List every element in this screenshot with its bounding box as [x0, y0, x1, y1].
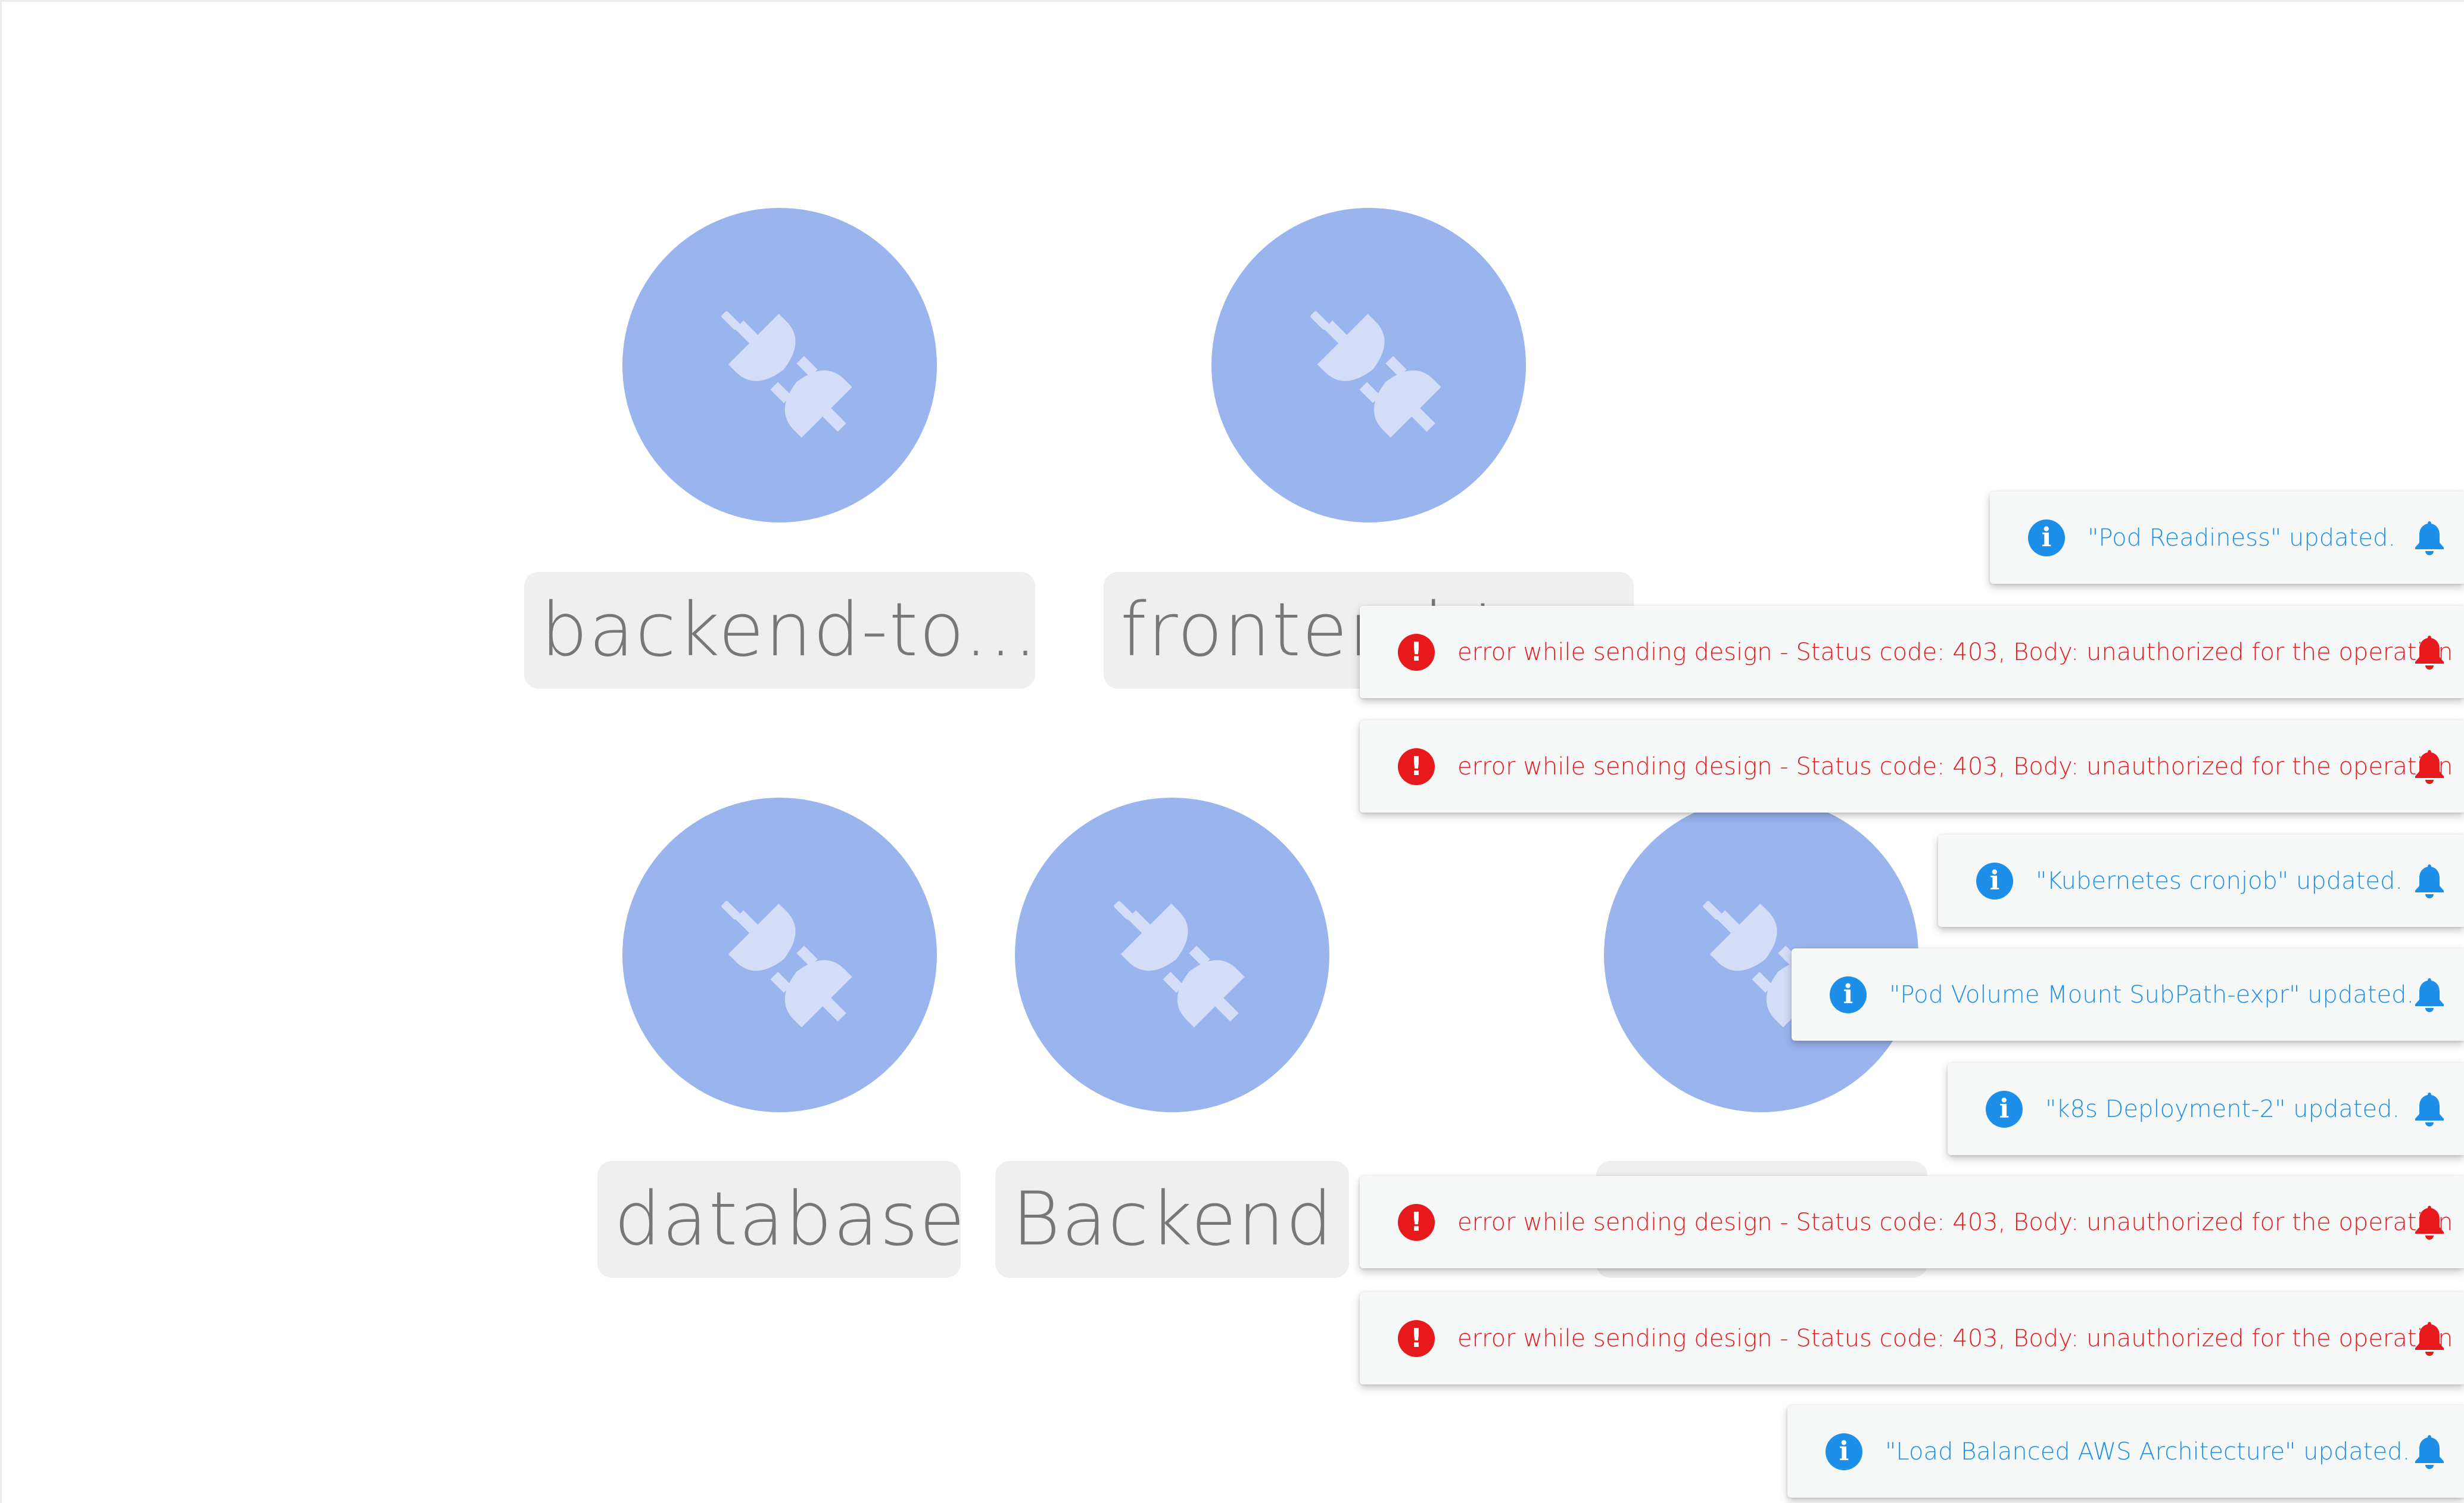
notification-toast[interactable]: ! error while sending design - Status co… [1360, 606, 2464, 698]
bell-icon[interactable] [2413, 863, 2446, 899]
notification-message: error while sending design - Status code… [1457, 638, 2453, 666]
notification-message: "Kubernetes cronjob" updated. [2036, 867, 2403, 895]
canvas-node[interactable] [1015, 798, 1329, 1112]
info-icon: i [2028, 519, 2065, 556]
bell-icon[interactable] [2413, 1434, 2446, 1470]
plug-connection-icon [721, 901, 852, 1028]
notification-message: error while sending design - Status code… [1457, 752, 2453, 780]
notification-message: "Pod Readiness" updated. [2088, 524, 2396, 552]
notification-toast[interactable]: ! error while sending design - Status co… [1360, 720, 2464, 813]
notification-message: "Load Balanced AWS Architecture" updated… [1885, 1437, 2410, 1465]
info-icon: i [1976, 862, 2013, 900]
plug-connection-icon [721, 311, 852, 438]
bell-icon[interactable] [2413, 520, 2446, 556]
canvas-node[interactable] [622, 798, 937, 1112]
node-label[interactable]: Backend [995, 1161, 1349, 1278]
notification-toast[interactable]: ! error while sending design - Status co… [1360, 1176, 2464, 1268]
bell-icon[interactable] [2413, 1321, 2446, 1356]
canvas-node[interactable] [622, 208, 937, 522]
canvas-node[interactable] [1211, 208, 1526, 522]
notification-message: "Pod Volume Mount SubPath-expr" updated. [1889, 981, 2415, 1009]
plug-connection-icon [1114, 901, 1245, 1028]
node-label[interactable]: database [597, 1161, 961, 1278]
notification-toast[interactable]: i "k8s Deployment-2" updated. [1948, 1063, 2464, 1155]
notification-toast[interactable]: i "Pod Readiness" updated. [1990, 491, 2464, 584]
bell-icon[interactable] [2413, 749, 2446, 785]
info-icon: i [1986, 1090, 2023, 1128]
notification-toast[interactable]: i "Pod Volume Mount SubPath-expr" update… [1792, 948, 2464, 1041]
exclamation-icon: ! [1398, 1203, 1435, 1241]
notification-toast[interactable]: i "Kubernetes cronjob" updated. [1938, 835, 2464, 927]
info-icon: i [1826, 1433, 1862, 1470]
bell-icon[interactable] [2413, 977, 2446, 1013]
notification-toast[interactable]: i "Load Balanced AWS Architecture" updat… [1787, 1405, 2464, 1498]
notification-toast[interactable]: ! error while sending design - Status co… [1360, 1292, 2464, 1384]
info-icon: i [1830, 976, 1867, 1013]
notification-message: error while sending design - Status code… [1457, 1324, 2453, 1352]
exclamation-icon: ! [1398, 1320, 1435, 1357]
node-label[interactable]: backend-to... [524, 572, 1035, 689]
notification-message: "k8s Deployment-2" updated. [2045, 1095, 2400, 1123]
notification-message: error while sending design - Status code… [1457, 1208, 2453, 1236]
bell-icon[interactable] [2413, 1091, 2446, 1127]
plug-connection-icon [1310, 311, 1441, 438]
bell-icon[interactable] [2413, 634, 2446, 670]
exclamation-icon: ! [1398, 748, 1435, 785]
exclamation-icon: ! [1398, 633, 1435, 671]
bell-icon[interactable] [2413, 1205, 2446, 1240]
